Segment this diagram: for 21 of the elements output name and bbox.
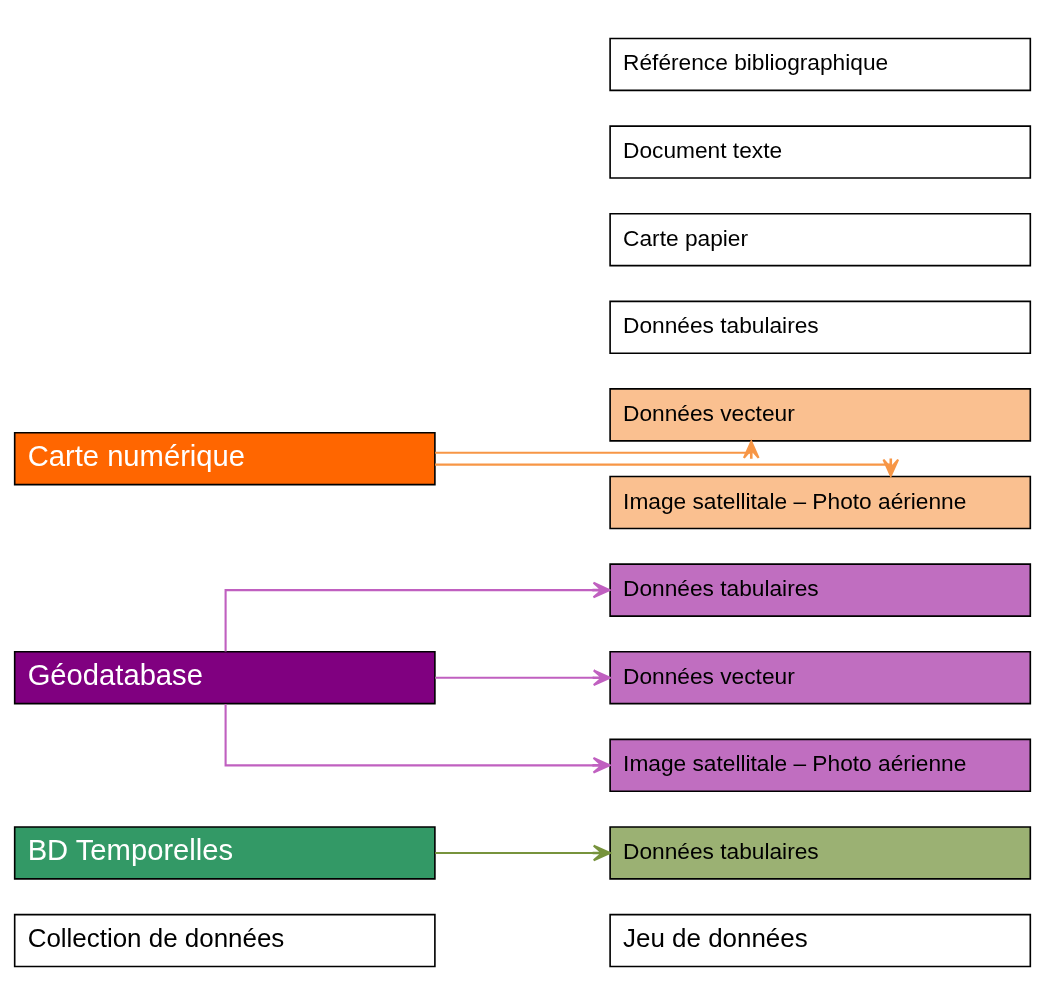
node-box: Image satellitale – Photo aérienne [609,738,1032,792]
arrow [224,581,611,651]
node-box: Référence bibliographique [609,37,1032,91]
node-box: Données vecteur [609,650,1032,704]
node-box: Carte numérique [13,431,436,485]
node-box: BD Temporelles [13,825,436,880]
node-box: Données tabulaires [609,825,1032,880]
arrow [224,703,611,774]
node-box: Collection de données [13,913,436,967]
node-box: Document texte [609,124,1032,179]
arrow [435,440,760,459]
node-box: Données tabulaires [609,562,1032,617]
arrow [435,668,611,686]
node-box: Jeu de données [609,913,1032,967]
node-box: Données tabulaires [609,300,1032,354]
node-box: Géodatabase [13,650,436,704]
node-box: Carte papier [609,212,1032,266]
arrow [435,844,611,861]
arrow [435,458,900,477]
node-box: Image satellitale – Photo aérienne [609,475,1032,529]
node-box: Données vecteur [609,387,1032,442]
